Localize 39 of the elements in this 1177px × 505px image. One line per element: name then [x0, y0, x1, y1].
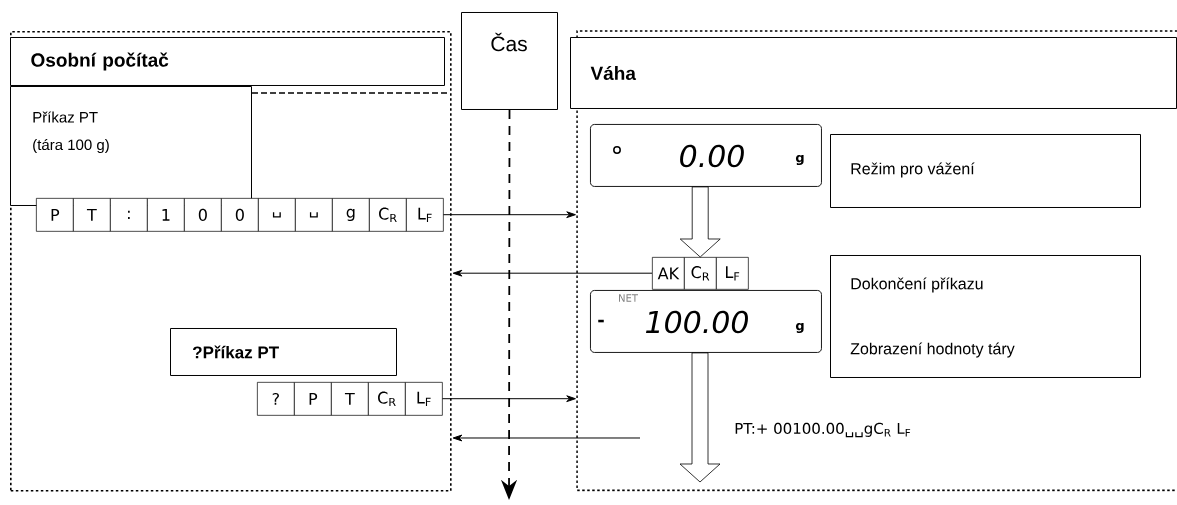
character-cell: ? — [257, 382, 295, 416]
node-label: Váha — [590, 65, 637, 81]
character-cell: L$_{F}$ — [716, 257, 749, 290]
character-cell: P — [36, 198, 74, 232]
response-text: PT:+ 00100.00␣␣gC$_{R}$ L$_{F}$ — [735, 422, 911, 438]
character-cell: ␣ — [258, 198, 296, 232]
block-arrow — [679, 352, 721, 483]
status-box: Dokončení příkazu Zobrazení hodnoty táry — [830, 255, 1141, 378]
sign-indicator: - — [598, 319, 604, 323]
arrow — [442, 211, 576, 219]
character-cell: L$_{F}$ — [405, 382, 443, 416]
time-box: Čas — [461, 12, 558, 110]
character-cell: 0 — [221, 198, 259, 232]
arrow — [452, 269, 653, 277]
character-cell: 1 — [147, 198, 185, 232]
net-indicator: NET — [619, 294, 638, 302]
character-cell: ␣ — [295, 198, 333, 232]
character-cell: L$_{F}$ — [406, 198, 444, 232]
unit-label: g — [795, 154, 804, 166]
character-cell: T — [73, 198, 111, 232]
character-cell: g — [332, 198, 370, 232]
block-arrow — [679, 186, 721, 258]
character-cell: 0 — [184, 198, 222, 232]
character-cell: C$_{R}$ — [684, 257, 717, 290]
arrow — [452, 434, 641, 442]
arrow — [441, 395, 576, 403]
character-cell: : — [110, 198, 148, 232]
character-cell: AK — [652, 257, 685, 290]
character-cell: T — [331, 382, 369, 416]
character-cell: P — [294, 382, 332, 416]
character-cell: C$_{R}$ — [368, 382, 406, 416]
mode-box: Režim pro vážení — [830, 134, 1141, 208]
command-box: ?Příkaz PT — [170, 328, 397, 376]
unit-label: g — [795, 322, 804, 334]
command-box: Příkaz PT (tára 100 g) — [10, 86, 252, 206]
character-cell: C$_{R}$ — [369, 198, 407, 232]
display-reading: 100.00 — [646, 310, 748, 334]
display-reading: 0.00 — [680, 144, 744, 168]
lcd-display — [590, 124, 822, 187]
